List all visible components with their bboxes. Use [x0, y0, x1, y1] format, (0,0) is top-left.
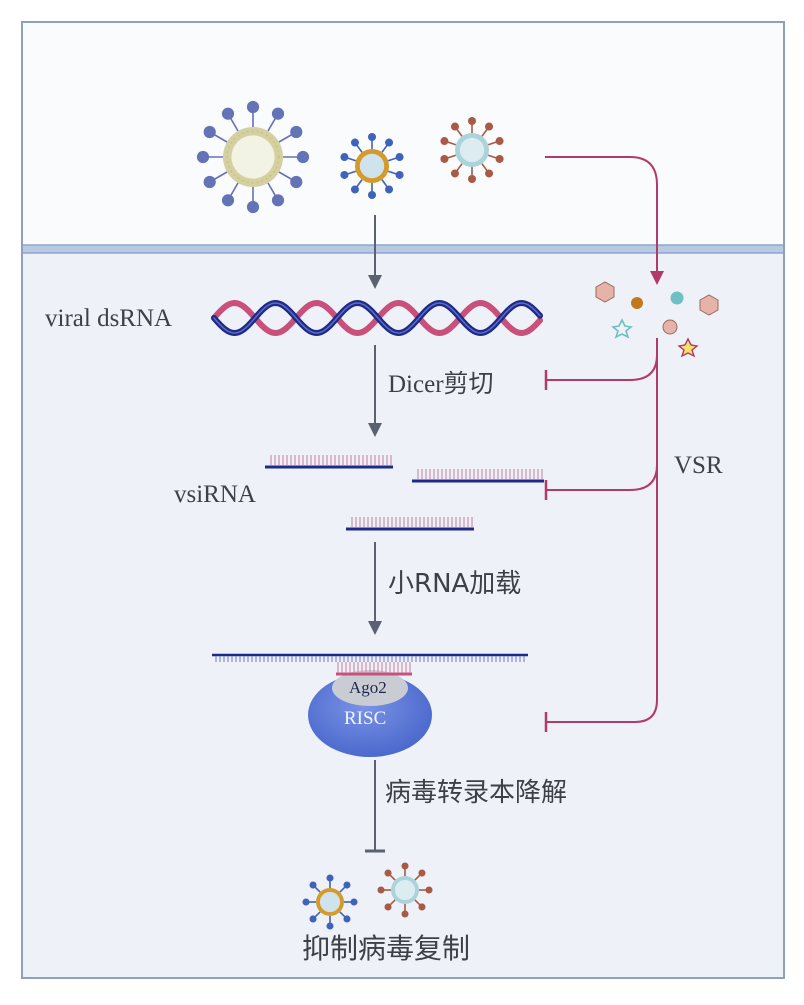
virus-large-knob: [290, 125, 303, 139]
dicer-cleavage-label: Dicer剪切: [388, 371, 494, 398]
dot-protein-icon: [670, 291, 684, 305]
virus-teal-knob: [467, 174, 477, 184]
virus-teal-icon: [377, 862, 433, 918]
virus-teal-knob: [418, 903, 426, 911]
virus-orange-knob: [350, 898, 358, 906]
virus-teal-knob: [440, 137, 449, 146]
virus-large-envelope: [226, 130, 280, 184]
virus-orange-knob: [340, 153, 349, 162]
virus-orange-knob: [385, 185, 394, 194]
sirna-base-pairs: [417, 469, 543, 479]
virus-large-knob: [271, 194, 285, 207]
virus-large-knob: [290, 175, 303, 189]
vsirna-duplex-3: [346, 513, 474, 531]
virus-orange-core: [319, 891, 341, 913]
virus-large-core: [231, 135, 275, 179]
virus-teal-core: [459, 137, 485, 163]
ago2-label: Ago2: [349, 678, 387, 697]
virus-orange-knob: [326, 922, 334, 930]
virus-orange-knob: [326, 874, 334, 882]
ago2-cap: [332, 670, 408, 706]
transcript-degradation-label: 病毒转录本降解: [385, 778, 568, 808]
virus-large-knob: [203, 125, 216, 139]
virus-large-knob: [196, 150, 210, 164]
virus-teal-knob: [495, 137, 504, 146]
virus-orange-knob: [343, 915, 351, 923]
virus-large-knob: [246, 200, 260, 214]
virus-teal-knob: [485, 122, 494, 131]
sirna-base-pairs: [270, 455, 392, 465]
virus-teal-knob: [384, 903, 392, 911]
virus-teal-knob: [495, 154, 504, 163]
vsr-inhibit-sirna: [546, 464, 658, 491]
target-rna-bases: [215, 656, 525, 662]
virus-teal-knob: [384, 869, 392, 877]
virus-orange-icon: [302, 874, 358, 930]
vsr-trunk: [546, 338, 658, 723]
virus-teal-knob: [485, 169, 494, 178]
virus-orange-knob: [367, 190, 377, 200]
virus-teal-knob: [401, 862, 409, 870]
target-rna-strand: [212, 653, 528, 676]
virus-large-icon: [196, 100, 310, 214]
virus-teal-icon: [440, 116, 504, 184]
virus-orange-knob: [350, 138, 359, 147]
virus-teal-core: [394, 879, 416, 901]
dot-protein-icon: [662, 319, 678, 335]
vsirna-duplex-2: [412, 465, 544, 483]
virus-orange-knob: [340, 170, 349, 179]
vsr-protein-cluster: [595, 281, 719, 358]
risc-complex: [308, 670, 432, 757]
virus-teal-knob: [450, 122, 459, 131]
guide-base-pairs: [337, 662, 411, 673]
virus-orange-knob: [302, 898, 310, 906]
cell-interior: [22, 252, 784, 978]
cell-membrane: [22, 245, 784, 253]
viral-dsrna-helix: [211, 299, 543, 337]
virus-teal-knob: [418, 869, 426, 877]
dsrna-highlight: [213, 302, 541, 334]
virus-teal-knob: [377, 886, 385, 894]
vsr-entry-arrow: [545, 156, 664, 285]
virus-teal-knob: [425, 886, 433, 894]
hexagon-protein-icon: [595, 281, 615, 303]
virus-orange-icon: [340, 132, 404, 200]
star-protein-icon: [677, 337, 699, 358]
virus-large-knob: [221, 194, 235, 207]
virus-orange-knob: [367, 132, 377, 142]
risc-label: RISC: [344, 708, 387, 729]
virus-teal-knob: [401, 910, 409, 918]
virus-orange-knob: [350, 185, 359, 194]
virus-large-knob: [246, 100, 260, 114]
extracellular-region: [22, 22, 784, 248]
sirna-base-pairs: [351, 517, 473, 527]
virus-orange-knob: [343, 881, 351, 889]
outer-frame: [21, 21, 785, 979]
virus-orange-knob: [309, 915, 317, 923]
dot-protein-icon: [631, 297, 643, 309]
virus-large-knob: [296, 150, 310, 164]
hexagon-protein-icon: [699, 294, 719, 316]
vsr-label: VSR: [674, 452, 723, 479]
star-protein-icon: [611, 318, 633, 339]
virus-orange-core: [359, 153, 385, 179]
inhibit-replication-label: 抑制病毒复制: [302, 932, 471, 965]
virus-teal-knob: [440, 154, 449, 163]
virus-teal-knob: [467, 116, 477, 126]
virus-large-knob: [203, 175, 216, 189]
virus-large-knob: [271, 107, 285, 120]
virus-orange-knob: [395, 153, 404, 162]
virus-orange-knob: [395, 170, 404, 179]
vsirna-label: vsiRNA: [174, 481, 256, 508]
viral-dsrna-label: viral dsRNA: [45, 305, 173, 332]
virus-large-knob: [221, 107, 235, 120]
vsr-inhibit-dicer: [546, 354, 658, 381]
virus-orange-knob: [309, 881, 317, 889]
small-rna-loading-label: 小RNA加载: [388, 569, 522, 599]
vsirna-duplex-1: [265, 451, 393, 469]
virus-orange-knob: [385, 138, 394, 147]
virus-teal-knob: [450, 169, 459, 178]
